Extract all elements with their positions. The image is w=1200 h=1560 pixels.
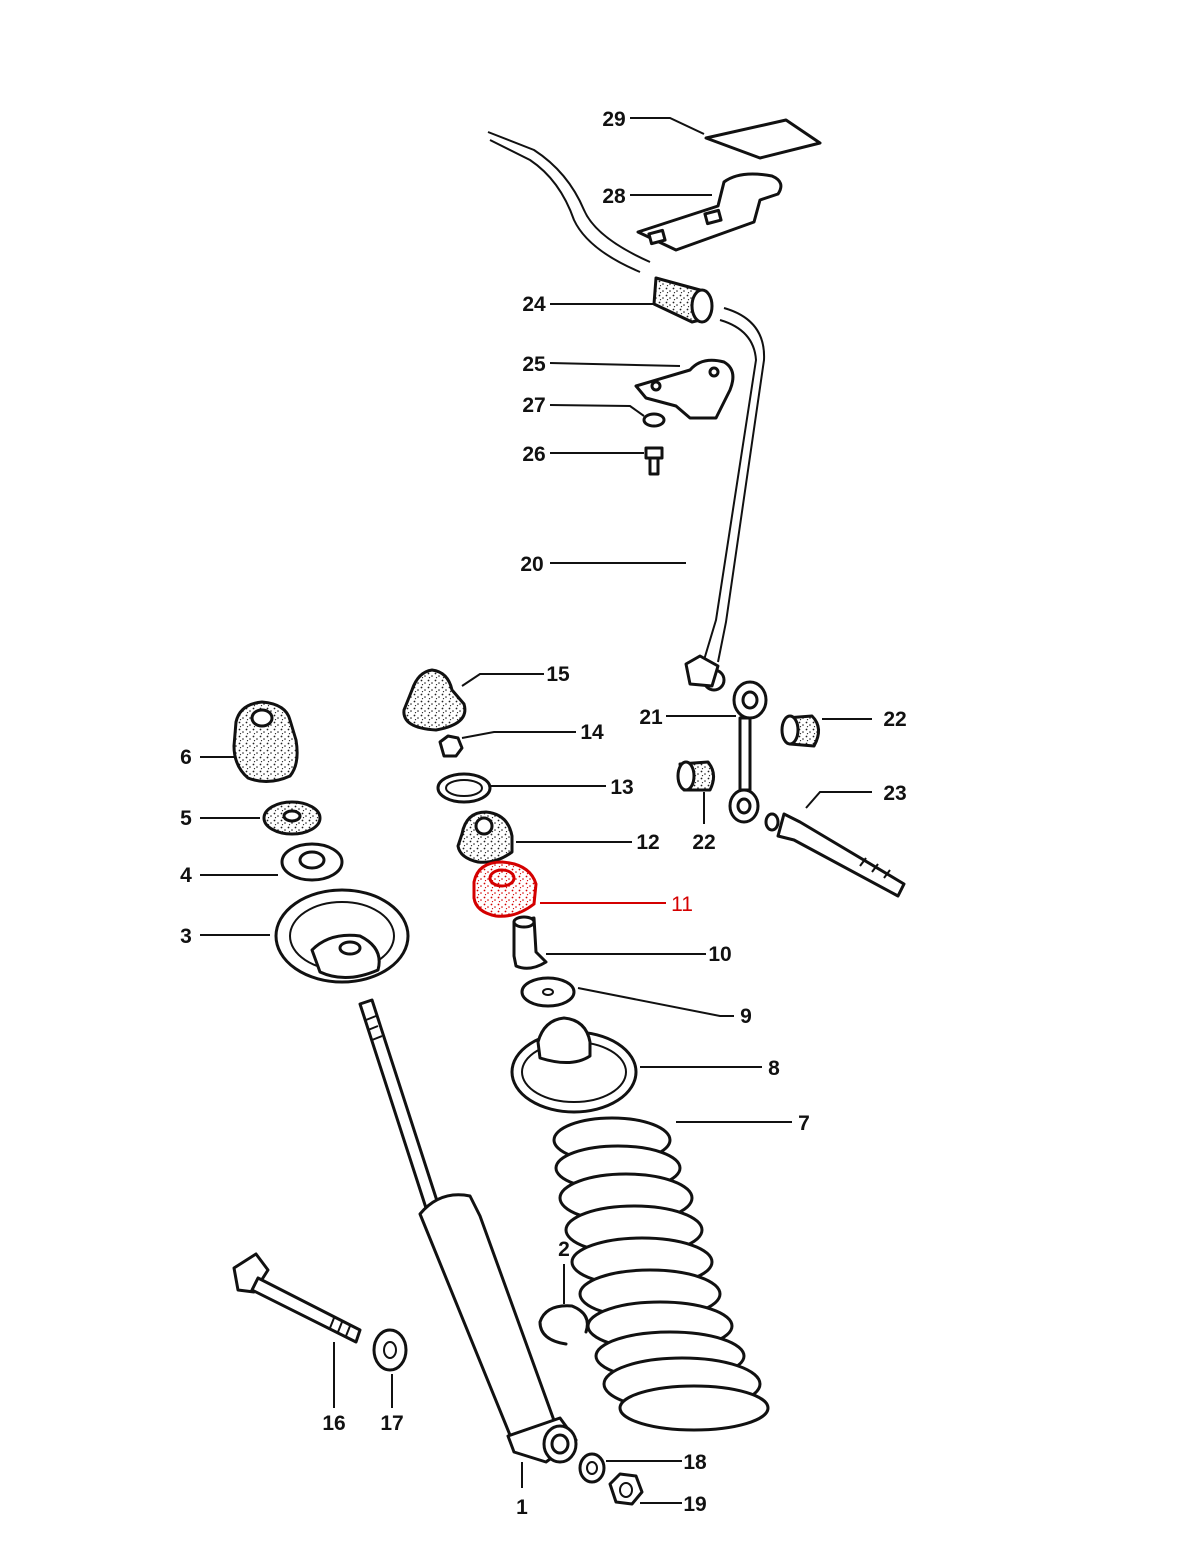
washer-part-13 <box>436 772 492 804</box>
bracket-part-28 <box>636 172 783 252</box>
circlip-part-2 <box>538 1304 589 1346</box>
label-1: 1 <box>516 1496 528 1519</box>
label-22-right: 22 <box>883 708 906 731</box>
label-3: 3 <box>180 925 192 948</box>
label-23: 23 <box>883 782 906 805</box>
label-13: 13 <box>610 776 633 799</box>
label-26: 26 <box>522 443 545 466</box>
label-27: 27 <box>522 394 545 417</box>
spring-seat-part-8 <box>510 1016 638 1114</box>
label-9: 9 <box>740 1005 752 1028</box>
rubber-part-11 <box>472 860 538 918</box>
washer-part-4 <box>280 842 344 882</box>
rubber-washer-part-5 <box>262 800 322 836</box>
pin-part-23 <box>764 812 906 898</box>
leader-lines <box>200 117 872 1504</box>
stabilizer-bar-part-20 <box>487 131 766 692</box>
sleeve-part-10 <box>512 915 548 970</box>
callout-labels: 1 2 3 4 5 6 7 8 9 10 11 12 13 14 15 16 1… <box>180 108 907 1519</box>
label-20: 20 <box>520 553 543 576</box>
label-25: 25 <box>522 353 546 376</box>
washer-part-17 <box>372 1328 408 1372</box>
label-12: 12 <box>636 831 659 854</box>
washer-part-18 <box>578 1452 606 1484</box>
label-7: 7 <box>798 1112 810 1135</box>
upper-mount-part-3 <box>274 888 410 984</box>
label-24: 24 <box>522 293 546 316</box>
label-5: 5 <box>180 807 192 830</box>
clamp-part-25 <box>634 358 735 420</box>
coil-spring-part-7 <box>552 1116 770 1432</box>
washer-part-9 <box>520 976 576 1008</box>
label-17: 17 <box>380 1412 403 1435</box>
bump-stop-part-6 <box>232 700 299 783</box>
label-29: 29 <box>602 108 625 131</box>
bolt-part-16 <box>232 1252 362 1344</box>
label-19: 19 <box>683 1493 706 1516</box>
rubber-part-12 <box>456 810 514 864</box>
bump-cap-part-15 <box>402 668 467 732</box>
nut-part-19 <box>608 1472 644 1506</box>
bushing-part-24 <box>652 276 714 324</box>
label-2: 2 <box>558 1238 570 1261</box>
pad-part-29 <box>704 118 822 160</box>
label-6: 6 <box>180 746 192 769</box>
label-11: 11 <box>671 893 693 916</box>
bolt-part-26 <box>644 446 664 476</box>
label-15: 15 <box>546 663 570 686</box>
bushing-part-22-b <box>676 760 715 792</box>
label-22-lower: 22 <box>692 831 715 854</box>
label-16: 16 <box>322 1412 345 1435</box>
label-14: 14 <box>580 721 604 744</box>
nut-part-14 <box>438 734 464 758</box>
label-10: 10 <box>708 943 731 966</box>
label-4: 4 <box>180 864 192 887</box>
label-21: 21 <box>639 706 663 729</box>
bushing-part-22-a <box>780 714 820 748</box>
label-18: 18 <box>683 1451 707 1474</box>
label-28: 28 <box>602 185 626 208</box>
label-8: 8 <box>768 1057 780 1080</box>
washer-part-27 <box>642 412 666 428</box>
link-part-21 <box>728 680 768 824</box>
shock-absorber-part-1 <box>358 998 578 1464</box>
